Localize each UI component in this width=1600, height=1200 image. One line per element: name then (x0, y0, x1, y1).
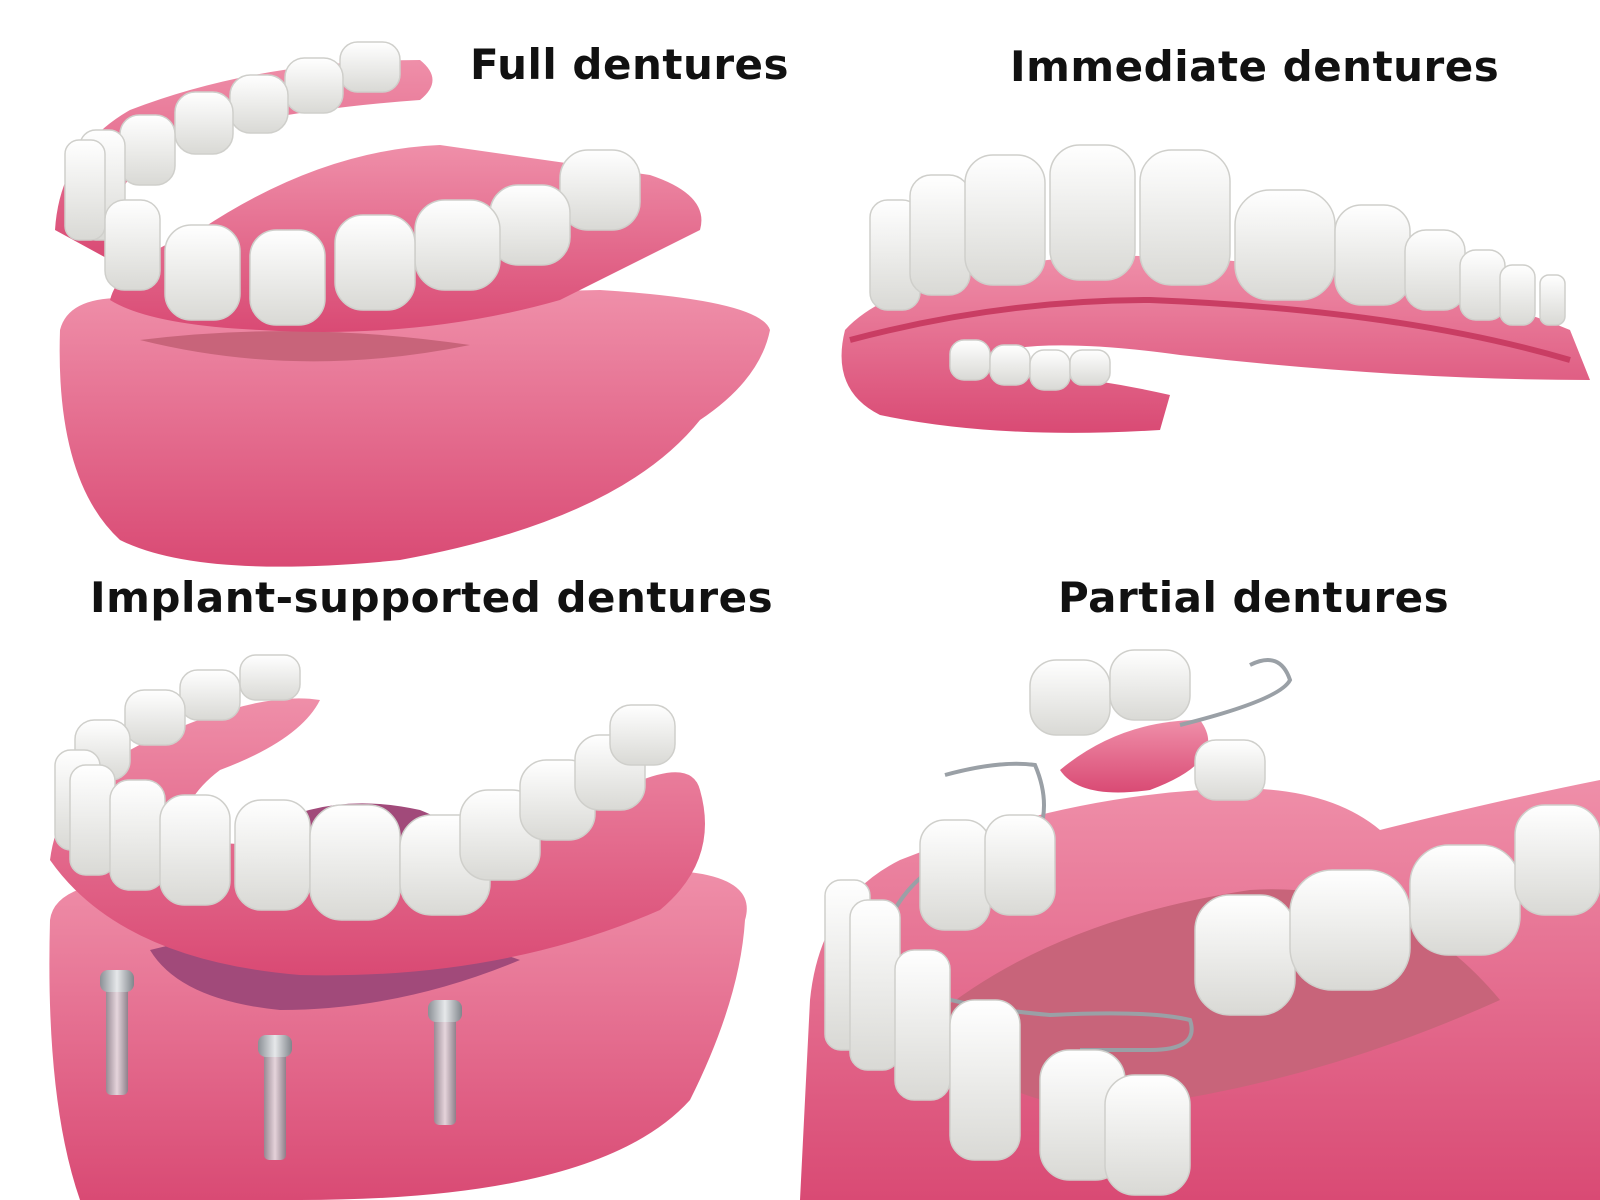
tooth (104, 199, 161, 291)
tooth (1404, 229, 1466, 311)
tooth (334, 214, 416, 311)
tooth (609, 704, 676, 766)
title-partial-dentures: Partial dentures (1058, 573, 1450, 622)
tooth (1409, 844, 1521, 956)
tooth (339, 41, 401, 93)
tooth (229, 74, 289, 134)
tooth (559, 149, 641, 231)
implant-supported-dentures-image (49, 654, 747, 1200)
tooth (489, 184, 571, 266)
implant-left (100, 970, 134, 1095)
tooth (119, 114, 176, 186)
tooth (894, 949, 951, 1101)
tooth (234, 799, 311, 911)
partial-dentures-image (800, 649, 1600, 1200)
title-implant-supported-dentures: Implant-supported dentures (90, 573, 774, 622)
tooth (1539, 274, 1566, 326)
upper-denture-base (55, 60, 433, 260)
tooth (1234, 189, 1336, 301)
tooth (1139, 149, 1231, 286)
implant-center (258, 1035, 292, 1160)
tooth (989, 344, 1031, 386)
title-immediate-dentures: Immediate dentures (1010, 42, 1500, 91)
tooth (984, 814, 1056, 916)
tooth (1109, 649, 1191, 721)
tooth (1499, 264, 1536, 326)
tooth (249, 229, 326, 326)
tooth (69, 764, 116, 876)
tooth (159, 794, 231, 906)
tooth (1029, 659, 1111, 736)
tooth (179, 669, 241, 721)
tooth (919, 819, 991, 931)
tooth (124, 689, 186, 746)
tooth (1029, 349, 1071, 391)
tooth (164, 224, 241, 321)
lower-gum (59, 290, 770, 567)
tooth (949, 339, 991, 381)
tooth (849, 899, 901, 1071)
tooth (239, 654, 301, 701)
immediate-dentures-image (841, 144, 1590, 433)
partial-base (1060, 720, 1209, 793)
tooth (1104, 1074, 1191, 1196)
tooth (64, 139, 106, 241)
tooth (1289, 869, 1411, 991)
tooth (909, 174, 971, 296)
denture-base (50, 698, 705, 976)
denture-base (841, 255, 1590, 433)
tooth (414, 199, 501, 291)
tooth (1459, 249, 1506, 321)
tooth (964, 154, 1046, 286)
tooth (1194, 739, 1266, 801)
tooth (1514, 804, 1600, 916)
full-dentures-image (55, 41, 770, 567)
tooth (284, 57, 344, 114)
implant-right (428, 1000, 462, 1125)
tooth (1334, 204, 1411, 306)
tooth (1049, 144, 1136, 281)
title-full-dentures: Full dentures (470, 40, 790, 89)
tooth (174, 91, 234, 155)
tongue (140, 331, 470, 362)
tooth (309, 804, 401, 921)
tooth (1069, 349, 1111, 386)
tooth (1194, 894, 1296, 1016)
tooth (109, 779, 166, 891)
tooth (949, 999, 1021, 1161)
